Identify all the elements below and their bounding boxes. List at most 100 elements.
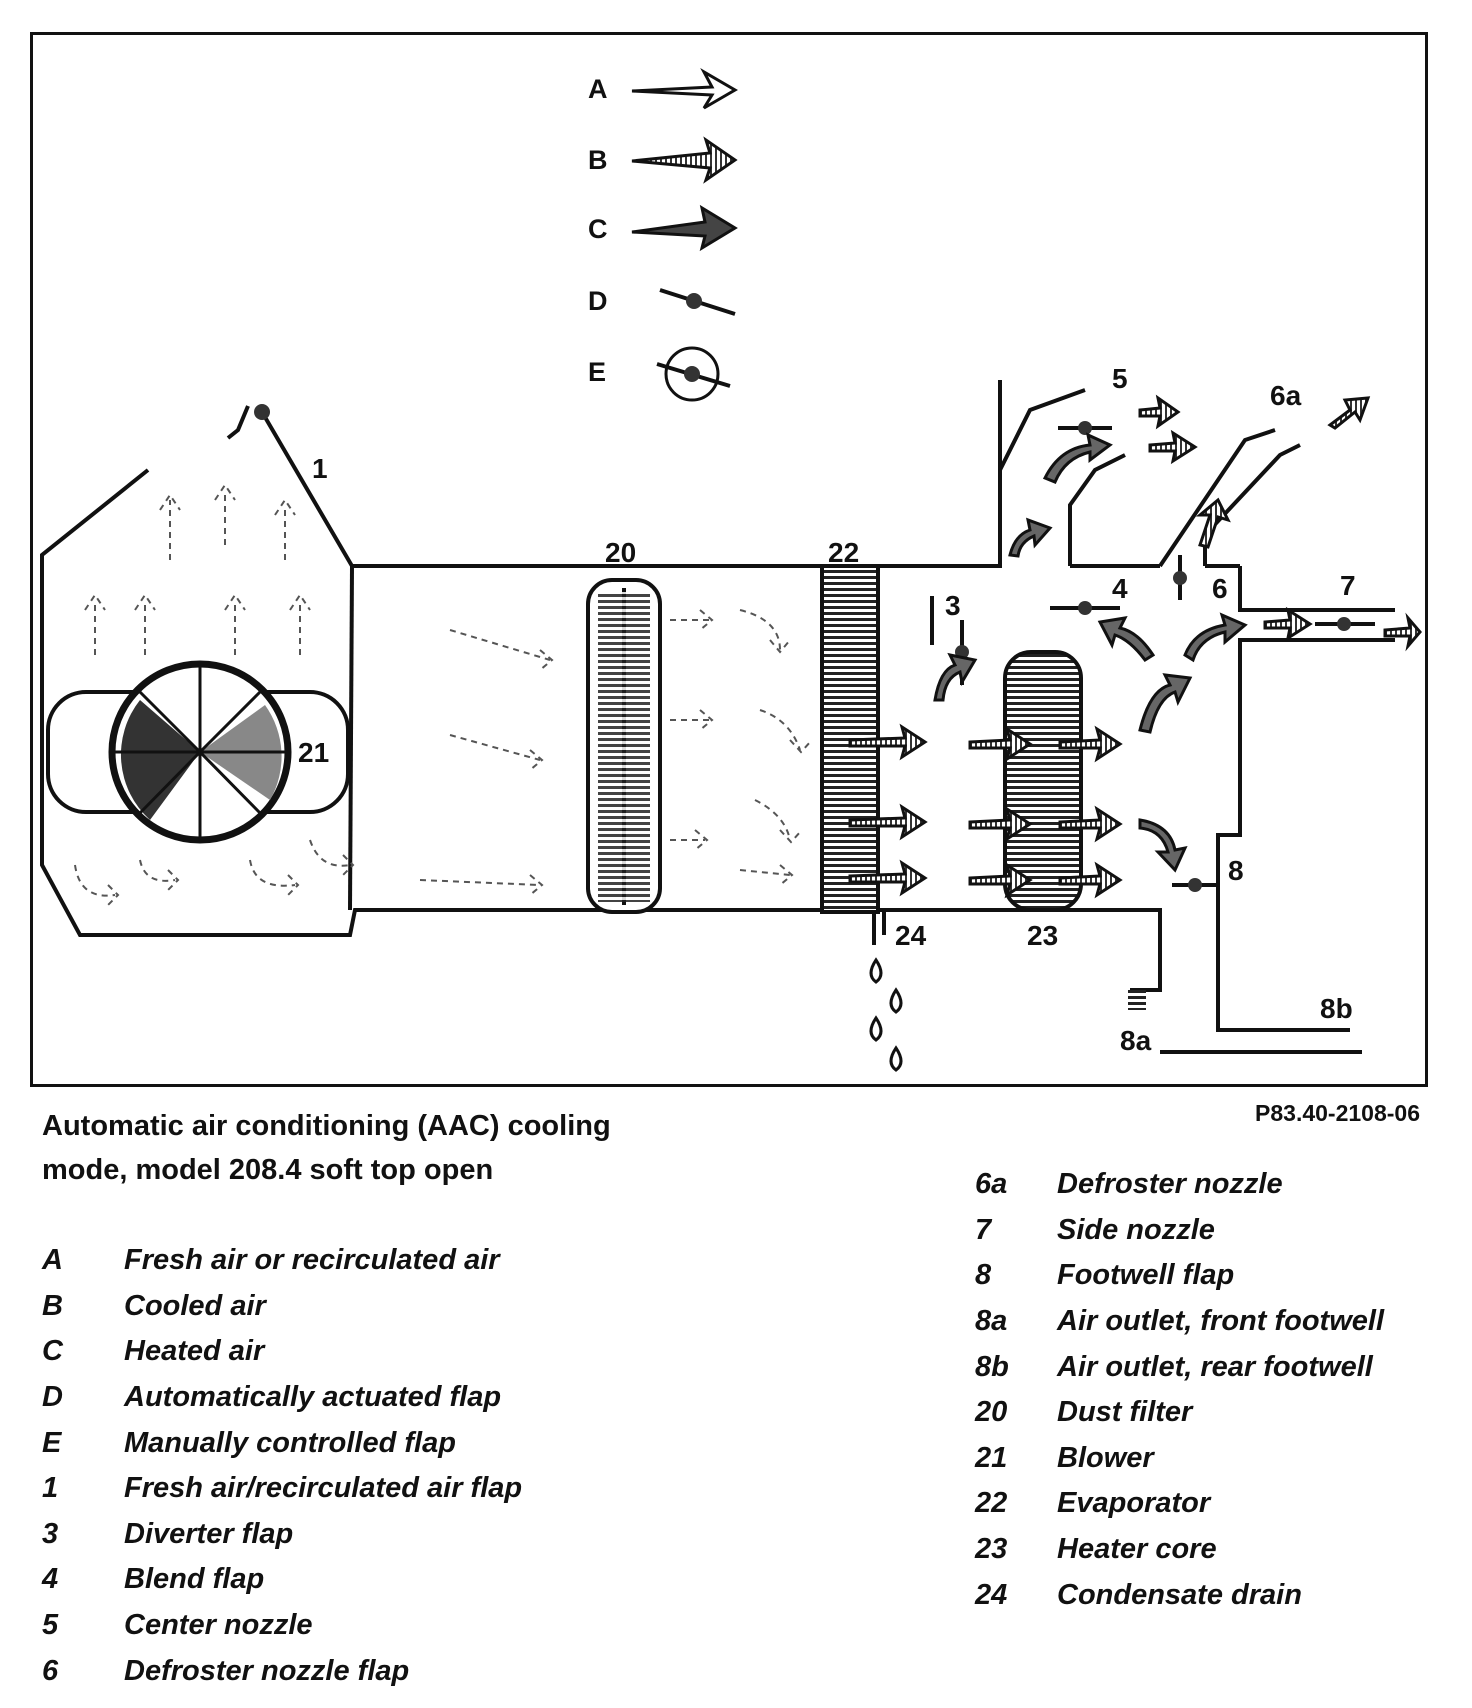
flap-8-pivot-icon bbox=[1188, 878, 1202, 892]
legend-text: Fresh air/recirculated air flap bbox=[124, 1472, 523, 1505]
legend-key: 22 bbox=[975, 1487, 1008, 1520]
legend-text: Evaporator bbox=[1057, 1487, 1211, 1520]
legend-key: 24 bbox=[975, 1578, 1008, 1611]
legend-key: 21 bbox=[975, 1441, 1008, 1474]
legend-text: Manually controlled flap bbox=[124, 1426, 456, 1459]
outline-arrow-icon bbox=[631, 68, 738, 110]
legend-key: D bbox=[42, 1381, 63, 1414]
callout-22: 22 bbox=[828, 537, 859, 568]
flap-symbol-icon bbox=[659, 288, 736, 316]
legend-text: Air outlet, front footwell bbox=[1057, 1305, 1385, 1338]
legend-text: Heater core bbox=[1057, 1533, 1217, 1566]
legend-key: 8b bbox=[975, 1350, 1009, 1383]
callout-3: 3 bbox=[945, 590, 961, 621]
legend-item: 5 Center nozzle bbox=[42, 1603, 522, 1649]
legend-item: C Heated air bbox=[42, 1329, 522, 1375]
legend-key: C bbox=[42, 1335, 63, 1368]
cooled-air-arrows bbox=[848, 394, 1422, 899]
front-footwell-grille bbox=[1128, 990, 1146, 1010]
flap-7-pivot-icon bbox=[1337, 617, 1351, 631]
key-letter-a: A bbox=[588, 74, 608, 104]
legend-text: Side nozzle bbox=[1057, 1213, 1215, 1246]
legend-text: Footwell flap bbox=[1057, 1259, 1235, 1292]
legend-text: Defroster nozzle bbox=[1057, 1168, 1283, 1201]
arrow-key: A B C D E bbox=[588, 68, 738, 402]
legend-text: Defroster nozzle flap bbox=[124, 1654, 410, 1687]
legend-item: 4 Blend flap bbox=[42, 1557, 522, 1603]
legend-key: 8 bbox=[975, 1259, 992, 1292]
legend-text: Air outlet, rear footwell bbox=[1057, 1350, 1373, 1383]
legend-item: 1 Fresh air/recirculated air flap bbox=[42, 1466, 522, 1512]
caption-line-2: mode, model 208.4 soft top open bbox=[42, 1154, 494, 1186]
legend-item: D Automatically actuated flap bbox=[42, 1375, 522, 1421]
legend-item: 6 Defroster nozzle flap bbox=[42, 1648, 522, 1694]
circled-flap-symbol-icon bbox=[656, 346, 731, 402]
key-letter-b: B bbox=[588, 145, 608, 175]
key-letter-e: E bbox=[588, 357, 606, 387]
blower bbox=[46, 660, 350, 844]
callout-8b: 8b bbox=[1320, 993, 1353, 1024]
hatched-arrow-icon bbox=[631, 136, 738, 184]
fresh-air-arrows bbox=[74, 483, 813, 906]
callout-1: 1 bbox=[312, 453, 328, 484]
callout-labels: 1 3 4 5 6 6a 7 8 8a 8b 20 21 22 23 24 bbox=[298, 363, 1356, 1056]
legend-text: Automatically actuated flap bbox=[124, 1381, 502, 1414]
legend-text: Diverter flap bbox=[124, 1517, 294, 1550]
legend-item: E Manually controlled flap bbox=[42, 1420, 522, 1466]
legend-text: Condensate drain bbox=[1057, 1578, 1302, 1611]
legend-key: 5 bbox=[42, 1609, 59, 1642]
legend-text: Blend flap bbox=[124, 1563, 265, 1596]
legend-item: 24 Condensate drain bbox=[975, 1572, 1384, 1618]
legend-item: 6a Defroster nozzle bbox=[975, 1162, 1384, 1208]
callout-20: 20 bbox=[605, 537, 636, 568]
legend-text: Heated air bbox=[124, 1335, 265, 1368]
flap-1-pivot-icon bbox=[254, 404, 270, 420]
legend-key: 7 bbox=[975, 1213, 992, 1246]
legend-key: B bbox=[42, 1289, 63, 1322]
flaps bbox=[872, 426, 1375, 945]
legend-item: 8b Air outlet, rear footwell bbox=[975, 1344, 1384, 1390]
callout-24: 24 bbox=[895, 920, 927, 951]
heater-core bbox=[1003, 650, 1083, 912]
legend-text: Cooled air bbox=[124, 1289, 266, 1322]
callout-7: 7 bbox=[1340, 570, 1356, 601]
legend-text: Dust filter bbox=[1057, 1396, 1193, 1429]
flap-4-pivot-icon bbox=[1078, 601, 1092, 615]
figure-caption: Automatic air conditioning (AAC) cooling… bbox=[42, 1104, 762, 1192]
key-letter-c: C bbox=[588, 214, 608, 244]
legend-key: 6 bbox=[42, 1654, 59, 1687]
legend-item: 8 Footwell flap bbox=[975, 1253, 1384, 1299]
callout-6a: 6a bbox=[1270, 380, 1302, 411]
legend-key: 4 bbox=[42, 1563, 59, 1596]
legend-text: Fresh air or recirculated air bbox=[124, 1244, 500, 1277]
legend-key: E bbox=[42, 1426, 62, 1459]
figure-code: P83.40-2108-06 bbox=[1255, 1100, 1420, 1126]
heated-air-arrows bbox=[933, 432, 1248, 873]
dust-filter bbox=[586, 578, 662, 914]
caption-line-1: Automatic air conditioning (AAC) cooling bbox=[42, 1110, 611, 1142]
legend-right: 6a Defroster nozzle 7 Side nozzle 8 Footwel… bbox=[975, 1162, 1384, 1618]
legend-key: 1 bbox=[42, 1472, 59, 1505]
legend-text: Blower bbox=[1057, 1441, 1154, 1474]
condensate-drops-icon bbox=[869, 957, 903, 1072]
callout-6: 6 bbox=[1212, 573, 1228, 604]
legend-item: 22 Evaporator bbox=[975, 1481, 1384, 1527]
legend-item: 21 Blower bbox=[975, 1436, 1384, 1482]
flap-6-pivot-icon bbox=[1173, 571, 1187, 585]
legend-item: 7 Side nozzle bbox=[975, 1208, 1384, 1254]
legend-item: 3 Diverter flap bbox=[42, 1512, 522, 1558]
key-letter-d: D bbox=[588, 286, 608, 316]
diagram-frame bbox=[30, 32, 1428, 1087]
legend-key: 3 bbox=[42, 1517, 59, 1550]
callout-4: 4 bbox=[1112, 573, 1128, 604]
callout-5: 5 bbox=[1112, 363, 1128, 394]
air-duct-housing bbox=[40, 380, 1395, 1054]
legend-key: 6a bbox=[975, 1168, 1008, 1201]
legend-item: B Cooled air bbox=[42, 1284, 522, 1330]
callout-21: 21 bbox=[298, 737, 329, 768]
legend-text: Center nozzle bbox=[124, 1609, 313, 1642]
